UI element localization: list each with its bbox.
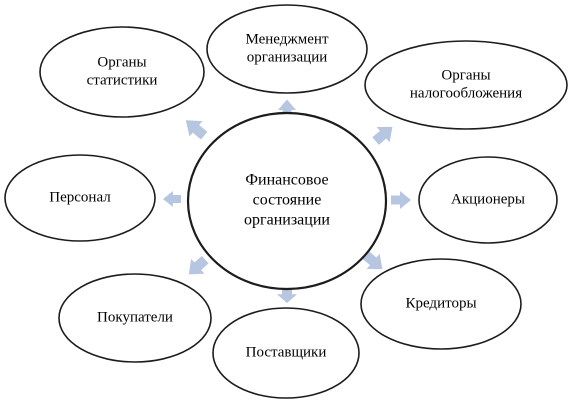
center-label-line-2: состояние — [253, 192, 322, 209]
center-label-line-3: организации — [244, 212, 330, 229]
node-label-creditors-line-1: Кредиторы — [405, 295, 476, 311]
arrow-to-statistics-authorities — [185, 120, 208, 140]
node-label-suppliers-line-1: Поставщики — [246, 344, 327, 360]
center-ellipse — [186, 111, 388, 291]
node-ellipse-shareholders — [418, 156, 558, 244]
node-ellipse-statistics-authorities — [39, 26, 205, 118]
node-label-statistics-authorities-line-2: статистики — [87, 72, 158, 88]
arrows-layer — [163, 99, 411, 303]
center-node: Финансовое состояние организации — [186, 111, 388, 291]
node-label-management-line-1: Менеджмент — [245, 31, 328, 47]
node-label-tax-authorities-line-2: налогообложения — [410, 85, 522, 101]
node-personnel: Персонал — [4, 154, 156, 242]
node-ellipse-creditors — [360, 258, 522, 350]
nodes-layer: МенеджменторганизацииОрганыналогообложен… — [4, 4, 568, 399]
arrow-to-suppliers — [277, 287, 297, 303]
node-label-buyers-line-1: Покупатели — [97, 309, 173, 325]
arrow-to-buyers — [188, 255, 209, 275]
arrow-to-creditors — [362, 251, 383, 270]
node-label-tax-authorities-line-1: Органы — [441, 67, 490, 83]
node-label-shareholders-line-1: Акционеры — [451, 191, 525, 207]
node-ellipse-personnel — [4, 154, 156, 242]
node-ellipse-management — [206, 4, 368, 94]
arrow-to-tax-authorities — [372, 126, 393, 145]
center-label-line-1: Финансовое — [245, 172, 328, 189]
node-statistics-authorities: Органы статистики — [39, 26, 205, 118]
node-buyers: Покупатели — [58, 273, 212, 363]
node-label-management-line-2: организации — [247, 49, 328, 65]
center-layer: Финансовое состояние организации — [186, 111, 388, 291]
node-ellipse-buyers — [58, 273, 212, 363]
node-shareholders: Акционеры — [418, 156, 558, 244]
arrow-to-shareholders — [391, 191, 411, 209]
node-management: Менеджмент организации — [206, 4, 368, 94]
arrow-to-personnel — [163, 191, 181, 207]
node-suppliers: Поставщики — [212, 307, 360, 399]
node-creditors: Кредиторы — [360, 258, 522, 350]
node-label-statistics-authorities-line-1: Органы — [97, 54, 146, 70]
node-tax-authorities: Органы налогообложения — [364, 40, 568, 130]
node-ellipse-tax-authorities — [364, 40, 568, 130]
node-label-personnel-line-1: Персонал — [49, 189, 111, 205]
node-ellipse-suppliers — [212, 307, 360, 399]
